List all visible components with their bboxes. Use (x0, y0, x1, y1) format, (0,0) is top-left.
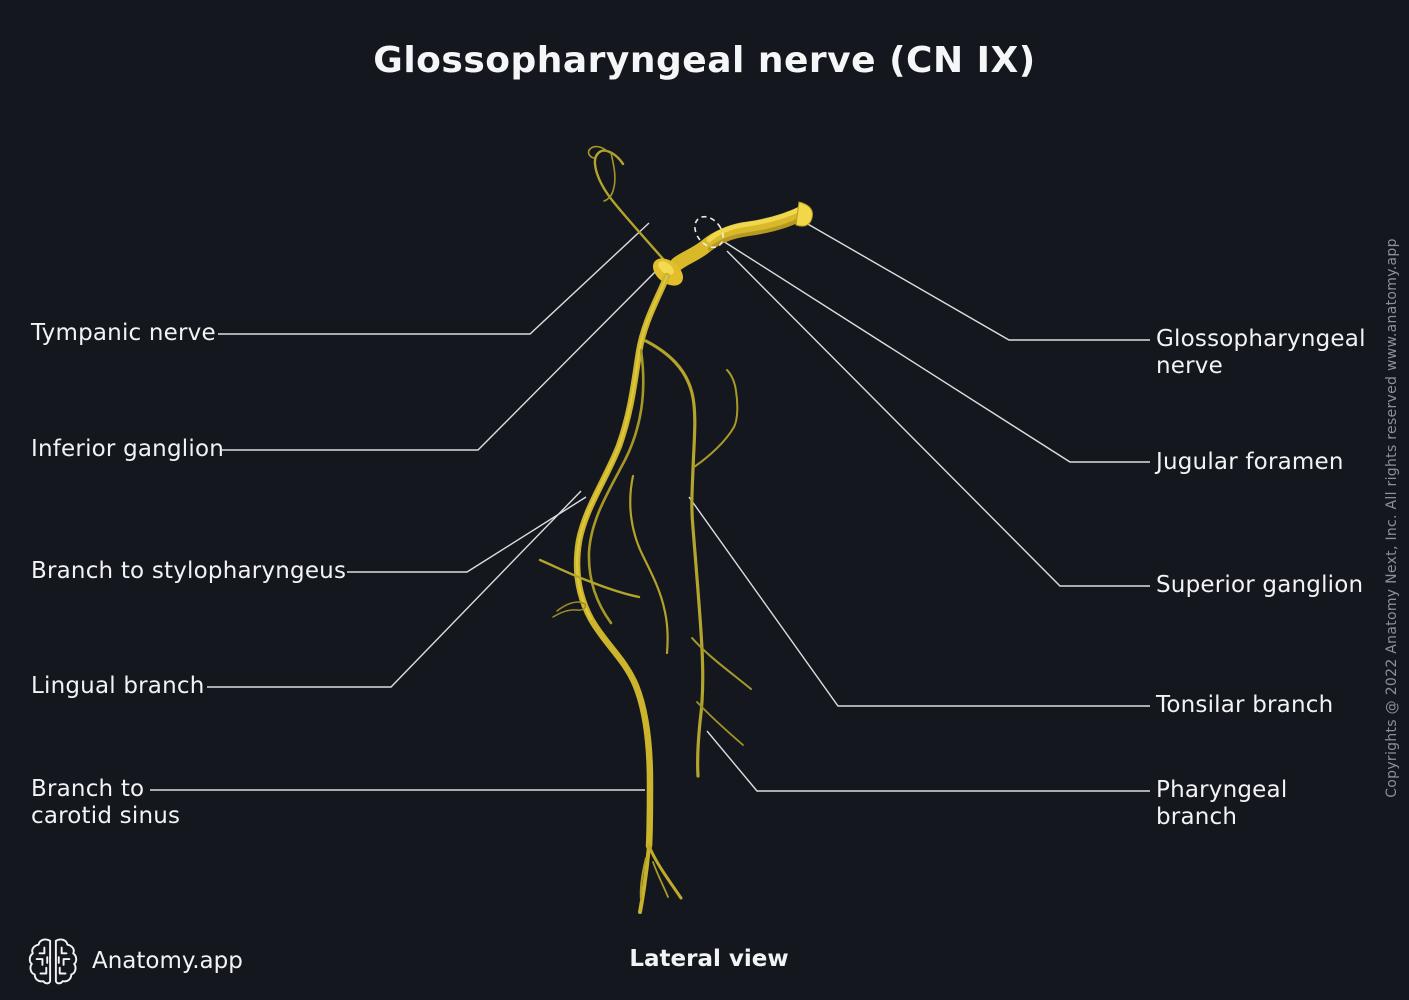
label-glossopharyngeal-nerve: Glossopharyngeal nerve (1156, 326, 1366, 379)
nerve-cut-end (795, 201, 813, 227)
main-trunk-path (670, 205, 811, 271)
leader-line-inferior-ganglion (222, 270, 657, 451)
leader-line-tonsilar-branch (688, 496, 1150, 707)
crossing-strand (629, 474, 669, 655)
view-label: Lateral view (629, 946, 789, 972)
lingual-branch-path (538, 558, 641, 599)
copyright-text: Copyrights @ 2022 Anatomy Next, Inc. All… (1384, 238, 1400, 798)
label-branch-to-stylopharyngeus: Branch to stylopharyngeus (31, 558, 347, 584)
trunk-fork-left (638, 844, 651, 914)
leader-line-jugular-foramen (722, 240, 1150, 463)
label-lingual-branch: Lingual branch (31, 673, 205, 699)
loop-inner-strand (587, 348, 645, 625)
label-tympanic-nerve: Tympanic nerve (31, 320, 216, 346)
leader-line-superior-ganglion (726, 250, 1150, 587)
tympanic-branch-path (593, 149, 666, 262)
brain-right-hemisphere (54, 938, 78, 985)
label-pharyngeal-branch: Pharyngeal branch (1156, 777, 1288, 830)
descending-trunk-path (573, 272, 671, 850)
leader-line-glossopharyngeal-nerve (805, 222, 1150, 341)
label-superior-ganglion: Superior ganglion (1156, 572, 1364, 598)
brain-logo-icon (28, 938, 78, 985)
tympanic-branch-fork (603, 152, 616, 202)
label-jugular-foramen: Jugular foramen (1156, 449, 1344, 475)
jugular-foramen-dashed-circle (694, 215, 724, 249)
leader-lines (150, 222, 1150, 792)
tympanic-branch-hook (587, 145, 608, 159)
tonsilar-twig (693, 369, 739, 468)
glossopharyngeal-nerve-graphic (538, 145, 813, 914)
label-tonsilar-branch: Tonsilar branch (1156, 692, 1334, 718)
trunk-fork-right (647, 844, 683, 900)
lingual-squiggle (552, 601, 587, 618)
leader-line-pharyngeal-branch (706, 730, 1150, 792)
brand-footer: Anatomy.app (28, 936, 243, 986)
leader-line-tympanic-nerve (218, 222, 650, 335)
brain-left-hemisphere (28, 938, 52, 985)
page-title: Glossopharyngeal nerve (CN IX) (373, 40, 1036, 81)
pharyngeal-branch-path (644, 339, 705, 778)
brand-name: Anatomy.app (92, 948, 243, 974)
label-inferior-ganglion: Inferior ganglion (31, 436, 224, 462)
leader-line-branch-to-stylopharyngeus (347, 496, 587, 573)
label-branch-to-carotid-sinus: Branch to carotid sinus (31, 776, 181, 829)
leader-line-lingual-branch (207, 490, 582, 688)
